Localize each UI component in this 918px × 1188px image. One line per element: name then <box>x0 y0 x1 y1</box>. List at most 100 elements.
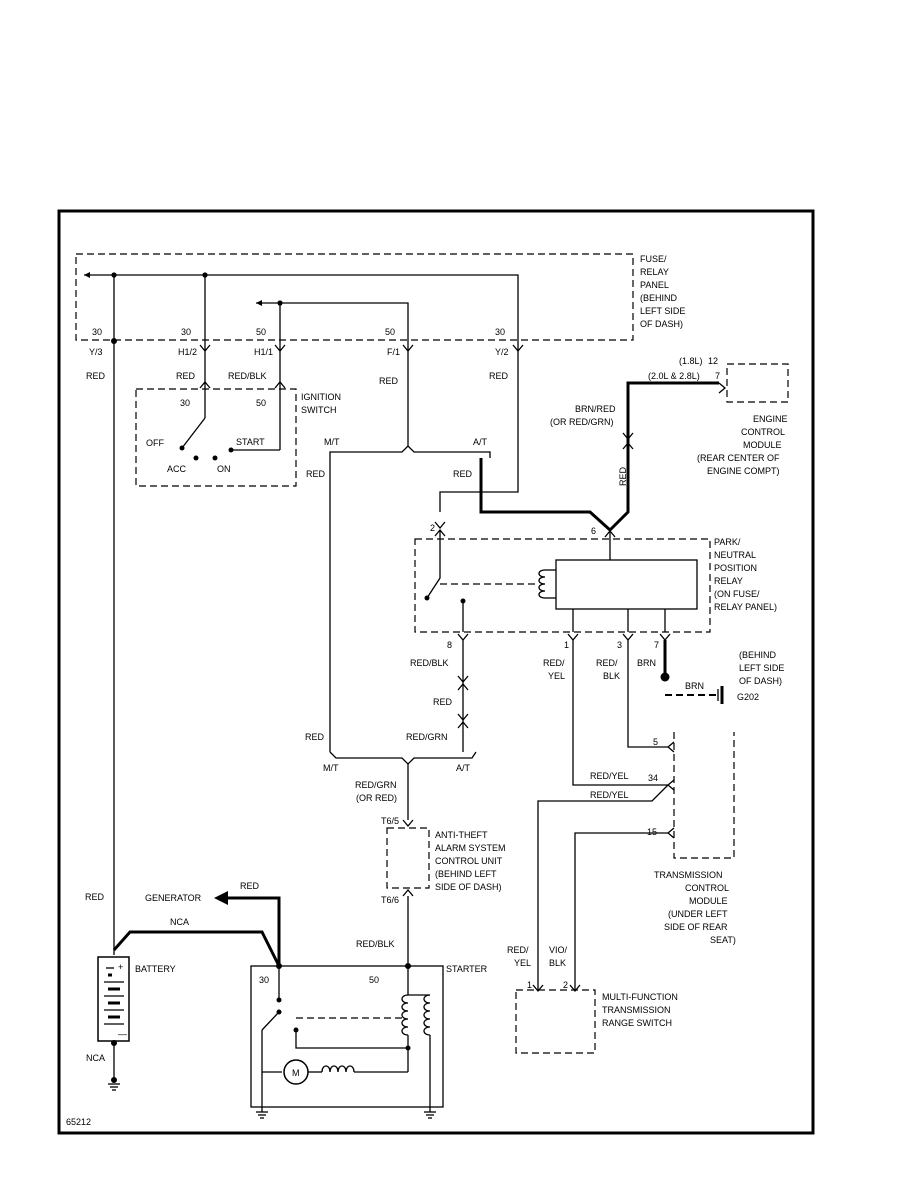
wire-red-at: RED <box>453 469 473 479</box>
switch-term-30: 30 <box>180 398 190 408</box>
wire-redblk-h11: RED/BLK <box>228 371 267 381</box>
relay-pin-3: 3 <box>617 640 622 650</box>
ecm-pin-18: (1.8L) <box>679 356 703 366</box>
tcm-pin-34: 34 <box>648 773 658 783</box>
fuse-panel-line-6: OF DASH) <box>640 319 683 329</box>
term-30c: 30 <box>495 327 505 337</box>
switch-on: ON <box>217 464 231 474</box>
ground-note-1: (BEHIND <box>739 650 777 660</box>
wire-vioblk-b: BLK <box>549 958 566 968</box>
tcm-label-5: SIDE OF REAR <box>664 922 728 932</box>
tcm-label-4: (UNDER LEFT <box>668 909 728 919</box>
wire-brn-7: BRN <box>637 658 656 668</box>
diagram-frame <box>57 209 815 1135</box>
mftrs-label-2: TRANSMISSION <box>602 1005 671 1015</box>
wire-redyel-1b: YEL <box>548 671 565 681</box>
wire-vioblk-a: VIO/ <box>549 945 568 955</box>
switch-start: START <box>236 437 265 447</box>
relay-pin-8: 8 <box>447 640 452 650</box>
starter-term-30: 30 <box>259 975 269 985</box>
pn-relay-label-6: RELAY PANEL) <box>714 602 777 612</box>
wire-redyel-34b: RED/YEL <box>590 790 629 800</box>
branch-mt-top: M/T <box>324 437 340 447</box>
relay-pin-2: 2 <box>430 523 435 533</box>
term-50b: 50 <box>385 327 395 337</box>
wire-redyel-mf-a: RED/ <box>507 945 529 955</box>
wire-redblk-3b: BLK <box>603 671 620 681</box>
battery-label: BATTERY <box>135 964 176 974</box>
pin-h12: H1/2 <box>178 347 197 357</box>
fuse-panel-line-3: PANEL <box>640 280 669 290</box>
tcm-pin-5: 5 <box>653 737 658 747</box>
ecm-pin-7: 7 <box>715 371 720 381</box>
mftrs-label-3: RANGE SWITCH <box>602 1018 672 1028</box>
fuse-panel-line-2: RELAY <box>640 267 669 277</box>
antitheft-label-1: ANTI-THEFT <box>435 830 488 840</box>
relay-pin-1: 1 <box>564 640 569 650</box>
wire-red-mid: RED <box>433 697 453 707</box>
relay-pin-7: 7 <box>654 640 659 650</box>
switch-off: OFF <box>146 438 164 448</box>
pin-y2: Y/2 <box>495 347 509 357</box>
connector-symbols <box>199 344 524 389</box>
fuse-relay-panel: FUSE/ RELAY PANEL (BEHIND LEFT SIDE OF D… <box>75 253 685 512</box>
branch-at-bot: A/T <box>456 763 471 773</box>
wire-nca-top: NCA <box>170 917 189 927</box>
relay-pin-6: 6 <box>591 526 596 536</box>
term-30a: 30 <box>92 327 102 337</box>
switch-term-50: 50 <box>256 398 266 408</box>
transmission-control-module: 5 34 15 TRANSMISSION CONTROL MODULE (UND… <box>647 732 736 945</box>
tcm-label-1: TRANSMISSION <box>654 870 723 880</box>
ecm-label-2: CONTROL <box>741 427 785 437</box>
wire-brnred: BRN/RED <box>575 404 616 414</box>
wire-red-h12: RED <box>176 371 196 381</box>
multi-function-range-switch: 1 2 MULTI-FUNCTION TRANSMISSION RANGE SW… <box>515 980 678 1054</box>
ecm-label-5: ENGINE COMPT) <box>707 466 780 476</box>
starter-term-50: 50 <box>369 975 379 985</box>
battery-minus: — <box>118 1029 127 1039</box>
ecm-pin-20: (2.0L & 2.8L) <box>648 371 700 381</box>
switch-acc: ACC <box>167 464 187 474</box>
starter: STARTER 30 50 M <box>250 963 488 1108</box>
pin-h11: H1/1 <box>254 347 273 357</box>
wire-redblk-3a: RED/ <box>596 658 618 668</box>
starter-ground-icon-left <box>256 1107 268 1119</box>
mftrs-label-1: MULTI-FUNCTION <box>602 992 678 1002</box>
wire-red-mt: RED <box>306 469 326 479</box>
tcm-label-2: CONTROL <box>685 883 729 893</box>
ground-note-3: OF DASH) <box>739 676 782 686</box>
wire-redgrn-at: RED/GRN <box>355 780 397 790</box>
tcm-pin-15: 15 <box>647 827 657 837</box>
ground-note-2: LEFT SIDE <box>739 663 784 673</box>
pn-relay-label-3: POSITION <box>714 563 757 573</box>
wire-redyel-34a: RED/YEL <box>590 771 629 781</box>
ecm-pin-12: 12 <box>708 356 718 366</box>
tcm-label-3: MODULE <box>689 896 728 906</box>
ecm-label-3: MODULE <box>743 440 782 450</box>
mf-pin-1: 1 <box>527 980 532 990</box>
branch-at-top: A/T <box>473 437 488 447</box>
anti-theft-control-unit: T6/5 T6/6 ANTI-THEFT ALARM SYSTEM CONTRO… <box>381 816 506 905</box>
term-30b: 30 <box>181 327 191 337</box>
fuse-panel-line-4: (BEHIND <box>640 293 678 303</box>
term-50a: 50 <box>256 327 266 337</box>
mf-pin-2: 2 <box>563 980 568 990</box>
wire-red-y3: RED <box>86 371 106 381</box>
antitheft-label-4: (BEHIND LEFT <box>435 869 497 879</box>
starter-label: STARTER <box>446 964 488 974</box>
ignition-switch: IGNITION SWITCH 30 50 OFF ACC ON START <box>135 388 341 487</box>
wire-red-mt-low: RED <box>305 732 325 742</box>
wire-brn-gnd: BRN <box>685 681 704 691</box>
wire-red-f1: RED <box>379 376 399 386</box>
antitheft-label-5: SIDE OF DASH) <box>435 882 502 892</box>
fuse-panel-line-5: LEFT SIDE <box>640 306 685 316</box>
wire-red-ecm: RED <box>618 466 628 486</box>
pn-relay-label-1: PARK/ <box>714 537 741 547</box>
branch-mt-bot: M/T <box>323 763 339 773</box>
term-t66: T6/6 <box>381 895 399 905</box>
park-neutral-relay: PARK/ NEUTRAL POSITION RELAY (ON FUSE/ R… <box>414 523 777 650</box>
antitheft-label-2: ALARM SYSTEM <box>435 843 506 853</box>
pn-relay-label-2: NEUTRAL <box>714 550 756 560</box>
ecm-label-1: ENGINE <box>753 414 788 424</box>
